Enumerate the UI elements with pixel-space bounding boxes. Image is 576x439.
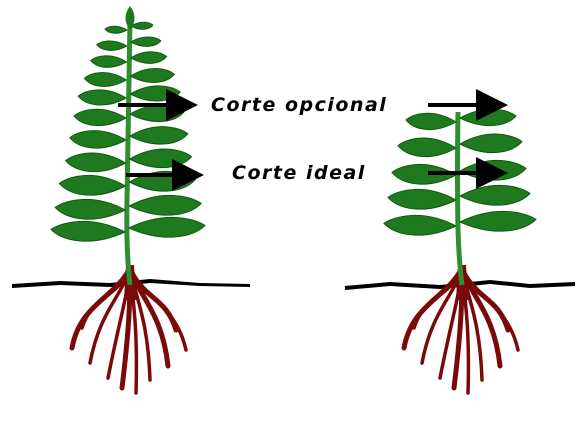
leaf-left-2 <box>97 41 127 50</box>
leaf-left-5 <box>384 215 456 235</box>
stem-left <box>127 20 130 285</box>
leaf-right-11 <box>129 217 205 237</box>
leaf-right-5 <box>460 211 536 231</box>
leaf-left-1 <box>105 26 127 33</box>
leaf-right-4 <box>460 185 530 205</box>
plant-cut <box>384 109 536 393</box>
leaf-left-11 <box>51 221 125 241</box>
leaf-right-1 <box>460 109 516 125</box>
leaf-right-4 <box>130 69 174 83</box>
leaf-left-10 <box>55 199 125 219</box>
leaf-left-3 <box>91 56 127 68</box>
leaf-right-5 <box>130 86 180 101</box>
leaf-left-2 <box>398 138 456 157</box>
leaf-left-8 <box>66 153 126 172</box>
root-strand <box>404 268 462 348</box>
leaf-left-6 <box>74 109 126 125</box>
leaf-right-7 <box>130 127 188 144</box>
plant-uncut <box>51 6 205 393</box>
leaf-right-2 <box>460 134 522 153</box>
stem-right <box>458 112 463 285</box>
leaf-right-8 <box>130 149 192 168</box>
leaf-left-1 <box>406 113 456 129</box>
leaf-left-9 <box>59 175 125 195</box>
leaf-left-5 <box>78 90 126 105</box>
leaf-right-10 <box>129 195 201 215</box>
leaf-left-7 <box>70 131 126 148</box>
leaf-left-4 <box>388 189 456 209</box>
leaf-right-1 <box>131 22 153 29</box>
leaf-right-6 <box>130 105 184 121</box>
ideal-cut-label: Corte ideal <box>232 162 366 184</box>
leaf-left-4 <box>84 73 126 87</box>
root-strand <box>72 268 130 348</box>
leaf-right-3 <box>460 160 526 180</box>
leaf-right-2 <box>131 37 161 46</box>
optional-cut-label: Corte opcional <box>211 94 387 116</box>
leaf-right-3 <box>131 52 167 64</box>
